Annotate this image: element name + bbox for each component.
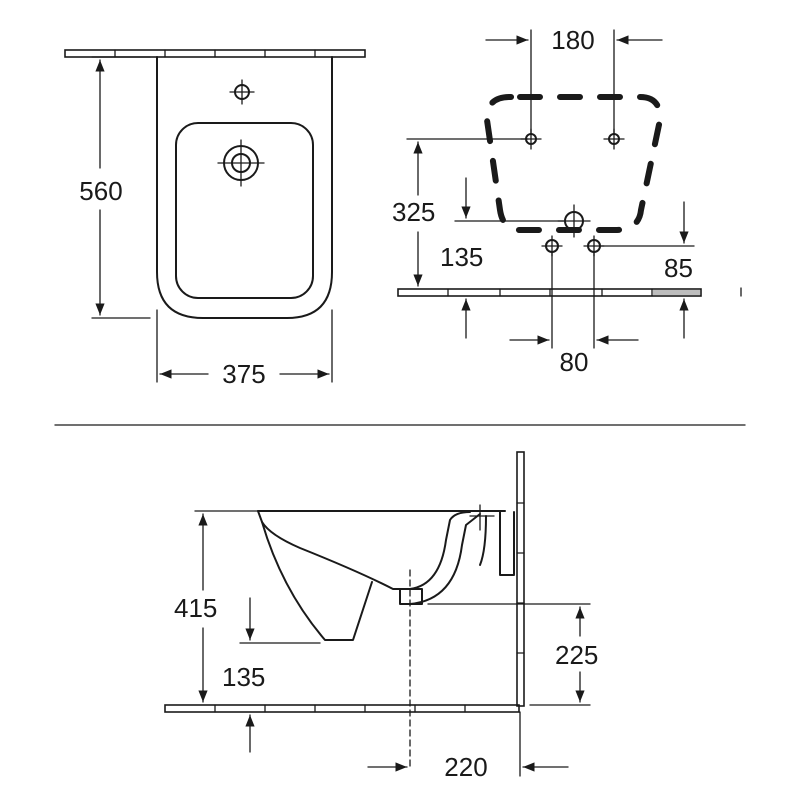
dim-projection: 220: [367, 711, 569, 782]
bowl-outline-top: [175, 122, 314, 299]
bidet-outline-top: [156, 56, 333, 319]
dim-rim-height: 415: [174, 510, 259, 703]
rear-view: 180 325 135 85 80: [392, 25, 742, 377]
dim-label-325: 325: [392, 197, 435, 227]
dim-fixing-height: 325: [392, 138, 529, 287]
drain-icon: [217, 139, 265, 187]
dim-label-220: 220: [444, 752, 487, 782]
rear-view-floor: [397, 287, 742, 297]
top-view-wall: [64, 49, 366, 58]
dim-label-415: 415: [174, 593, 217, 623]
top-view: 560 375: [64, 49, 366, 389]
side-view-wall: [516, 451, 525, 707]
dim-fixing-spacing: 180: [485, 25, 663, 135]
dim-label-135-side: 135: [222, 662, 265, 692]
dim-label-80: 80: [560, 347, 589, 377]
dim-tap-spacing: 80: [509, 252, 639, 377]
dim-outlet-height-rear: 135: [440, 177, 566, 339]
dim-height-top: 560: [79, 56, 151, 319]
tap-hole-icon: [229, 79, 255, 105]
dim-label-225: 225: [555, 640, 598, 670]
dim-label-135-rear: 135: [440, 242, 483, 272]
dim-label-85: 85: [664, 253, 693, 283]
dim-supply-height: 85: [599, 201, 695, 339]
dim-label-375: 375: [222, 359, 265, 389]
dim-label-180: 180: [551, 25, 594, 55]
dim-width-top: 375: [156, 309, 333, 389]
dim-waste-height: 225: [427, 603, 598, 706]
side-view-floor: [164, 704, 520, 713]
side-view: 415 135 225 220: [164, 451, 598, 782]
dim-label-560: 560: [79, 176, 122, 206]
dim-outlet-height-side: 135: [222, 597, 321, 753]
bidet-profile-side: [257, 504, 515, 771]
bidet-outline-dashed: [483, 94, 664, 233]
